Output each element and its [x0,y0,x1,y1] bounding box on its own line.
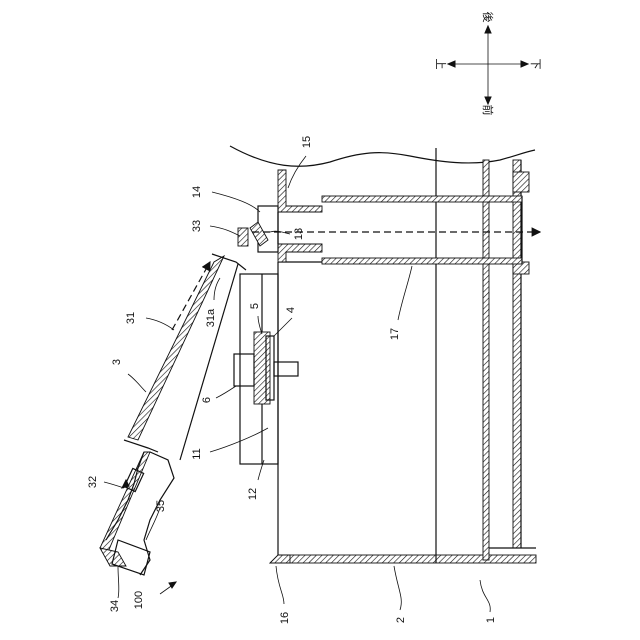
label-5: 5 [249,303,261,309]
right-wall [513,160,521,548]
label-32: 32 [87,476,99,488]
label-13: 13 [293,228,305,240]
duct-lower-wall [322,258,522,264]
label-2: 2 [395,617,407,623]
duct-pipe [322,196,522,264]
right-upper-bracket [513,172,529,192]
label-12: 12 [247,488,259,500]
label-34: 34 [109,600,121,612]
direction-label-up: 上 [434,59,447,70]
label-3: 3 [111,359,123,365]
duct-upper-wall [322,196,522,202]
label-35: 35 [155,500,167,512]
leader-15 [288,156,306,188]
leader-17 [398,266,412,320]
cover-handle [100,548,126,566]
cover-small-arrow [122,480,129,488]
label-31: 31 [125,312,137,324]
label-11: 11 [191,448,203,459]
compass-arrow-up [448,61,455,67]
inlet-frame-upper [278,170,322,212]
inlet-frame-lower [278,244,322,262]
hinge-mechanism [234,332,298,404]
direction-label-front: 前 [481,105,495,116]
compass-arrow-down [521,61,528,67]
leader-4 [274,318,292,336]
cover-lower-outer [140,452,174,575]
leader-11 [210,428,268,452]
cover-lower-step [124,440,158,452]
compass-arrow-rear [485,26,491,33]
label-14: 14 [191,186,203,198]
leader-33 [210,226,240,236]
direction-compass: 後 上 下 前 [434,12,541,116]
leader-12 [258,460,264,480]
label-15: 15 [301,136,313,148]
label-16: 16 [279,612,291,624]
leader-6 [216,386,236,398]
inlet-frame [278,170,322,262]
connector-seal [250,222,268,246]
label-31a: 31a [205,308,217,327]
leader-31a [214,278,220,300]
leader-16 [276,566,284,604]
connector-clip [238,228,248,246]
filter-connector [238,206,278,252]
hinge-plate-5 [254,332,270,404]
direction-label-down: 下 [529,59,541,70]
filter-cover [100,254,246,575]
bottom-wall [278,555,536,563]
direction-label-rear: 後 [481,12,495,23]
leader-32 [104,482,124,488]
front-lip [270,555,290,563]
label-4: 4 [285,307,297,313]
inner-right-wall [483,160,489,560]
leader-14 [212,192,260,212]
cover-main-panel [128,256,224,440]
label-33: 33 [191,220,203,232]
leader-31 [146,318,174,330]
leader-34 [118,566,119,598]
leader-1 [480,580,490,612]
cover-inner-edge [180,264,238,460]
leader-2 [394,566,401,610]
label-1: 1 [485,617,497,623]
hinge-block-6 [234,354,254,386]
label-6: 6 [201,397,213,403]
label-17: 17 [389,328,401,340]
label-100: 100 [133,591,145,609]
compass-arrow-front [485,97,491,104]
leader-3 [128,374,146,392]
